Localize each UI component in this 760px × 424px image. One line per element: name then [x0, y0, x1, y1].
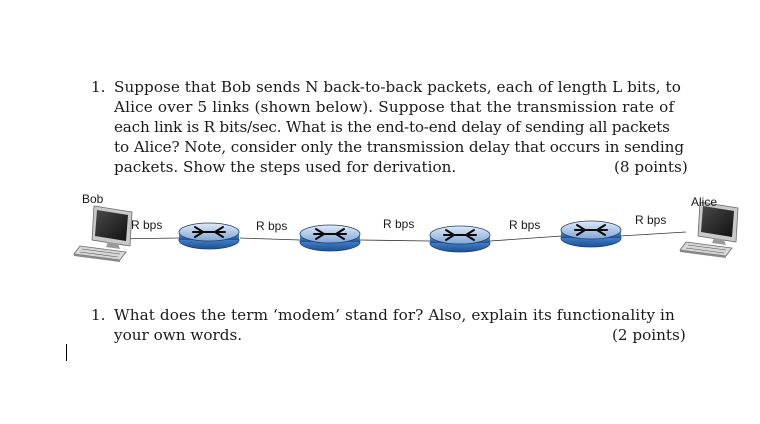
link-rate-label: R bps — [509, 218, 541, 232]
link-rate-label: R bps — [383, 217, 415, 231]
link-rate-label: R bps — [635, 213, 667, 227]
question-1-number: 1. — [91, 78, 106, 96]
desktop-computer-icon — [679, 201, 739, 259]
text-cursor[interactable] — [66, 344, 67, 361]
link-line — [239, 237, 301, 241]
question-1-line: packets. Show the steps used for derivat… — [114, 158, 457, 176]
question-1-line: each link is R bits/sec. What is the end… — [114, 118, 670, 136]
link-rate-label: R bps — [131, 218, 163, 232]
host-label-alice: Alice — [691, 195, 718, 209]
question-1-points: (8 points) — [614, 158, 688, 176]
question-2-line: What does the term ‘modem’ stand for? Al… — [114, 306, 675, 324]
question-1-line: Alice over 5 links (shown below). Suppos… — [114, 98, 675, 116]
host-label-bob: Bob — [82, 192, 104, 206]
question-2-text: What does the term ‘modem’ stand for? Al… — [114, 305, 675, 345]
question-2-points: (2 points) — [612, 326, 686, 344]
desktop-computer-icon — [73, 205, 133, 263]
question-1-line: Suppose that Bob sends N back-to-back pa… — [114, 78, 681, 96]
link-line — [619, 231, 687, 237]
link-line — [359, 239, 431, 242]
question-1: 1. Suppose that Bob sends N back-to-back… — [91, 77, 691, 179]
router-icon — [560, 220, 622, 248]
router-icon — [178, 222, 240, 250]
link-line — [489, 235, 563, 242]
link-rate-label: R bps — [256, 219, 288, 233]
question-1-line: to Alice? Note, consider only the transm… — [114, 138, 684, 156]
question-2-number: 1. — [91, 306, 106, 324]
router-icon — [299, 224, 361, 252]
router-icon — [429, 225, 491, 253]
question-2: 1. What does the term ‘modem’ stand for?… — [91, 305, 691, 347]
question-1-text: Suppose that Bob sends N back-to-back pa… — [114, 77, 684, 177]
question-2-line: your own words. — [114, 326, 243, 344]
